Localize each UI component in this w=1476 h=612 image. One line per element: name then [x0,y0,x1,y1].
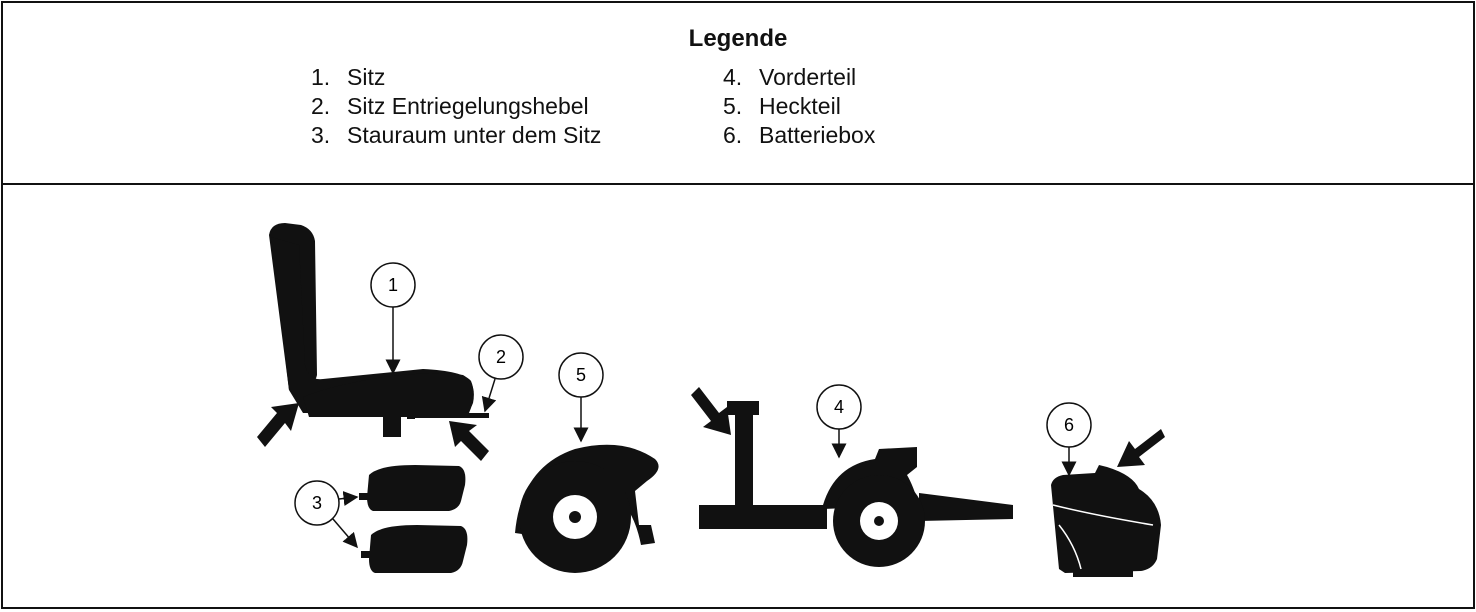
legend-item-battery-box: 6. Batteriebox [723,121,875,150]
parts-illustration: 1 2 3 5 4 [3,185,1473,607]
legend-item-number: 1. [311,64,331,90]
legend-item-number: 3. [311,122,331,148]
legend-item-rear-section: 5. Heckteil [723,92,875,121]
rear-fender-shape [515,444,659,573]
legend-item-label: Sitz [347,64,386,90]
callout-6: 6 [1046,402,1092,477]
legend-item-number: 2. [311,93,331,119]
callout-3: 3 [294,480,359,549]
legend-item-under-seat-storage: 3. Stauraum unter dem Sitz [311,121,601,150]
legend-item-front-section: 4. Vorderteil [723,63,875,92]
legend-item-label: Sitz Entriegelungshebel [347,93,589,119]
callout-number: 2 [496,347,506,367]
callout-1: 1 [370,262,416,375]
callout-number: 4 [834,397,844,417]
callout-5: 5 [558,352,604,443]
callout-number: 5 [576,365,586,385]
seat-release-lever-shape [407,409,489,419]
legend-item-seat: 1. Sitz [311,63,601,92]
callout-number: 3 [312,493,322,513]
seat-shape [269,223,474,437]
legend-column-right: 4. Vorderteil 5. Heckteil 6. Batteriebox [723,63,875,150]
legend-title: Legende [688,25,788,52]
storage-tray-lower [361,525,468,573]
legend-item-seat-release-lever: 2. Sitz Entriegelungshebel [311,92,601,121]
legend-item-label: Vorderteil [759,64,857,90]
front-frame-shape [699,401,1013,567]
release-arrows [257,387,1165,467]
callout-4: 4 [816,384,862,459]
callout-number: 6 [1064,415,1074,435]
storage-tray-upper [359,465,466,511]
legend-column-left: 1. Sitz 2. Sitz Entriegelungshebel 3. Staur… [311,63,601,150]
legend-item-label: Stauraum unter dem Sitz [347,122,602,148]
parts-drawing: 1 2 3 5 4 [257,223,1165,577]
legend-item-label: Heckteil [759,93,841,119]
callout-2: 2 [478,334,524,413]
legend-box: Legende 1. Sitz 2. Sitz Entriegelungshebel… [3,3,1473,185]
battery-box-shape [1051,465,1161,577]
legend-item-number: 4. [723,64,743,90]
legend-item-number: 6. [723,122,743,148]
legend-item-number: 5. [723,93,743,119]
callout-number: 1 [388,275,398,295]
legend-item-label: Batteriebox [759,122,876,148]
